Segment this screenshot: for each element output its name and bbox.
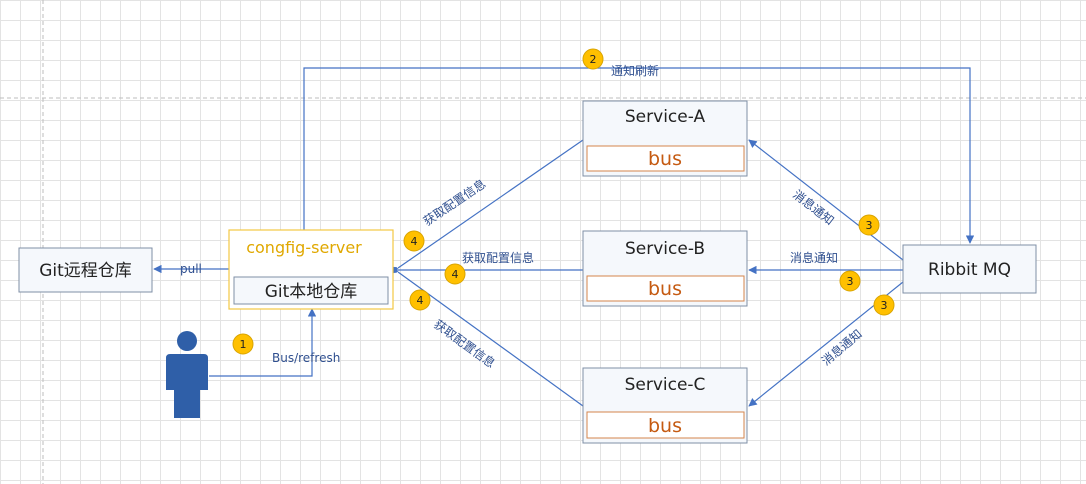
git-local-box [233, 276, 389, 305]
msg-notify-label-c: 消息通知 [818, 326, 864, 368]
notify-refresh-line [303, 67, 975, 244]
git-local-label: Git本地仓库 [265, 282, 358, 302]
svg-text:3: 3 [866, 219, 873, 232]
service-c-bus-label: bus [648, 415, 682, 437]
rabbit-mq-node[interactable]: Ribbit MQ [902, 244, 1037, 294]
svg-text:3: 3 [847, 275, 854, 288]
step-badge-3-b: 3 [839, 270, 861, 292]
service-a-title: Service-A [625, 107, 706, 127]
notify-refresh-label: 通知刷新 [611, 63, 659, 78]
step-badge-4-a: 4 [403, 230, 425, 252]
git-remote-label: Git远程仓库 [39, 261, 132, 281]
msg-notify-label-b: 消息通知 [790, 250, 838, 265]
msg-notify-label-a: 消息通知 [790, 187, 837, 228]
fetch-config-label-a: 获取配置信息 [420, 176, 488, 229]
step-badge-2: 2 [582, 48, 604, 70]
svg-text:3: 3 [881, 299, 888, 312]
service-b-title: Service-B [625, 239, 705, 259]
user-icon [166, 331, 208, 418]
git-remote-node[interactable]: Git远程仓库 [18, 247, 153, 293]
service-c-title: Service-C [625, 375, 706, 395]
step-badge-3-c: 3 [873, 294, 895, 316]
fetch-config-label-c: 获取配置信息 [431, 316, 498, 370]
svg-text:1: 1 [240, 338, 247, 351]
service-b-bus [586, 275, 745, 302]
service-a-bus-label: bus [648, 148, 682, 170]
service-c-bus [586, 411, 745, 439]
svg-text:4: 4 [417, 294, 424, 307]
bus-refresh-line [209, 308, 317, 377]
step-badge-1: 1 [232, 333, 254, 355]
svg-text:4: 4 [411, 235, 418, 248]
step-badge-4-c: 4 [409, 289, 431, 311]
rabbit-mq-label: Ribbit MQ [928, 260, 1011, 280]
msg-notify-line-a [748, 139, 904, 261]
bus-refresh-label: Bus/refresh [272, 351, 340, 365]
fetch-config-line-a [391, 139, 584, 273]
step-badge-3-a: 3 [858, 214, 880, 236]
service-b-bus-label: bus [648, 278, 682, 300]
pull-label: pull [180, 262, 202, 276]
fetch-config-label-b: 获取配置信息 [462, 250, 534, 265]
svg-text:2: 2 [590, 53, 597, 66]
service-a-node[interactable]: Service-A bus [582, 100, 748, 177]
service-b-node[interactable]: Service-B bus [582, 230, 748, 307]
service-c-node[interactable]: Service-C bus [582, 367, 748, 444]
service-a-bus [586, 145, 745, 172]
config-server-title: congfig-server [246, 238, 362, 257]
config-server-node[interactable]: congfig-server Git本地仓库 [228, 229, 394, 310]
svg-text:4: 4 [452, 268, 459, 281]
step-badge-4-b: 4 [444, 263, 466, 285]
